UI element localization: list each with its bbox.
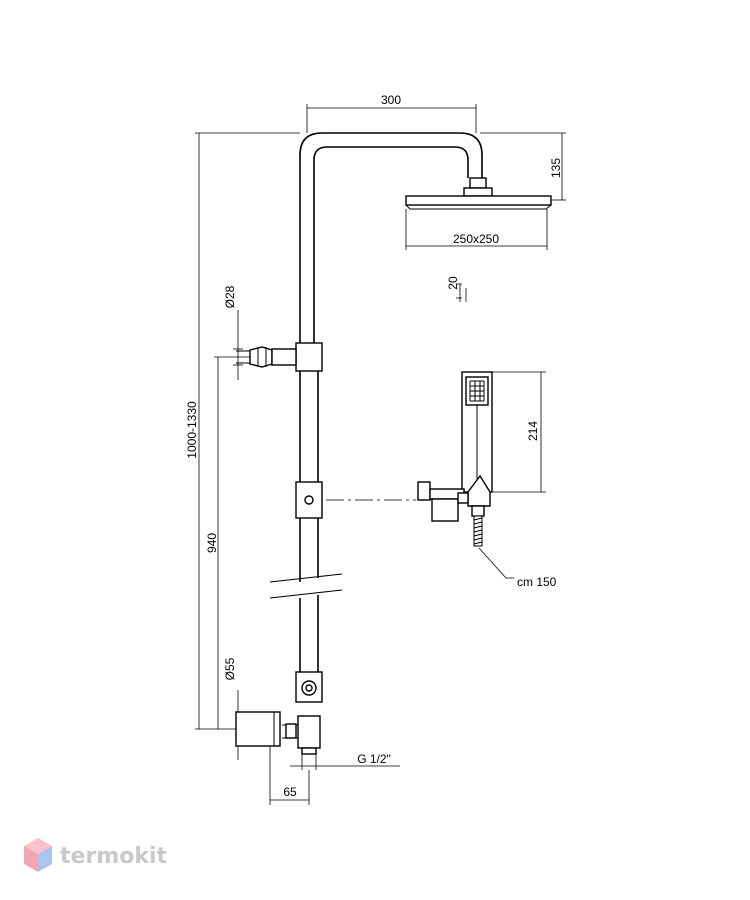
wall-bracket xyxy=(236,346,297,368)
dim-head-size: 250x250 xyxy=(453,232,499,246)
dim-head-thickness: 20 xyxy=(446,276,460,290)
dim-mixer-diameter: Ø55 xyxy=(223,657,237,680)
dim-mixer-height: 940 xyxy=(205,533,219,553)
dim-hose-length: cm 150 xyxy=(517,575,557,589)
dimension-labels: 300 135 250x250 20 Ø28 1000-1330 940 214… xyxy=(185,93,563,799)
termokit-logo: termokit xyxy=(24,838,167,872)
dim-top-width: 300 xyxy=(381,93,401,107)
dim-wall-offset: 65 xyxy=(283,785,297,799)
dim-hand-shower-length: 214 xyxy=(526,421,540,441)
brand-name: termokit xyxy=(60,844,167,869)
shower-head xyxy=(405,177,552,210)
dim-total-height: 1000-1330 xyxy=(185,401,199,459)
dim-bracket-diameter: Ø28 xyxy=(223,285,237,308)
dim-head-height: 135 xyxy=(549,158,563,178)
shower-column xyxy=(269,132,483,755)
mixer-body xyxy=(235,711,281,747)
hand-shower xyxy=(417,371,493,547)
cube-logo-icon xyxy=(24,838,52,872)
dim-connection: G 1/2" xyxy=(357,752,391,766)
dimension-lines xyxy=(195,104,566,805)
